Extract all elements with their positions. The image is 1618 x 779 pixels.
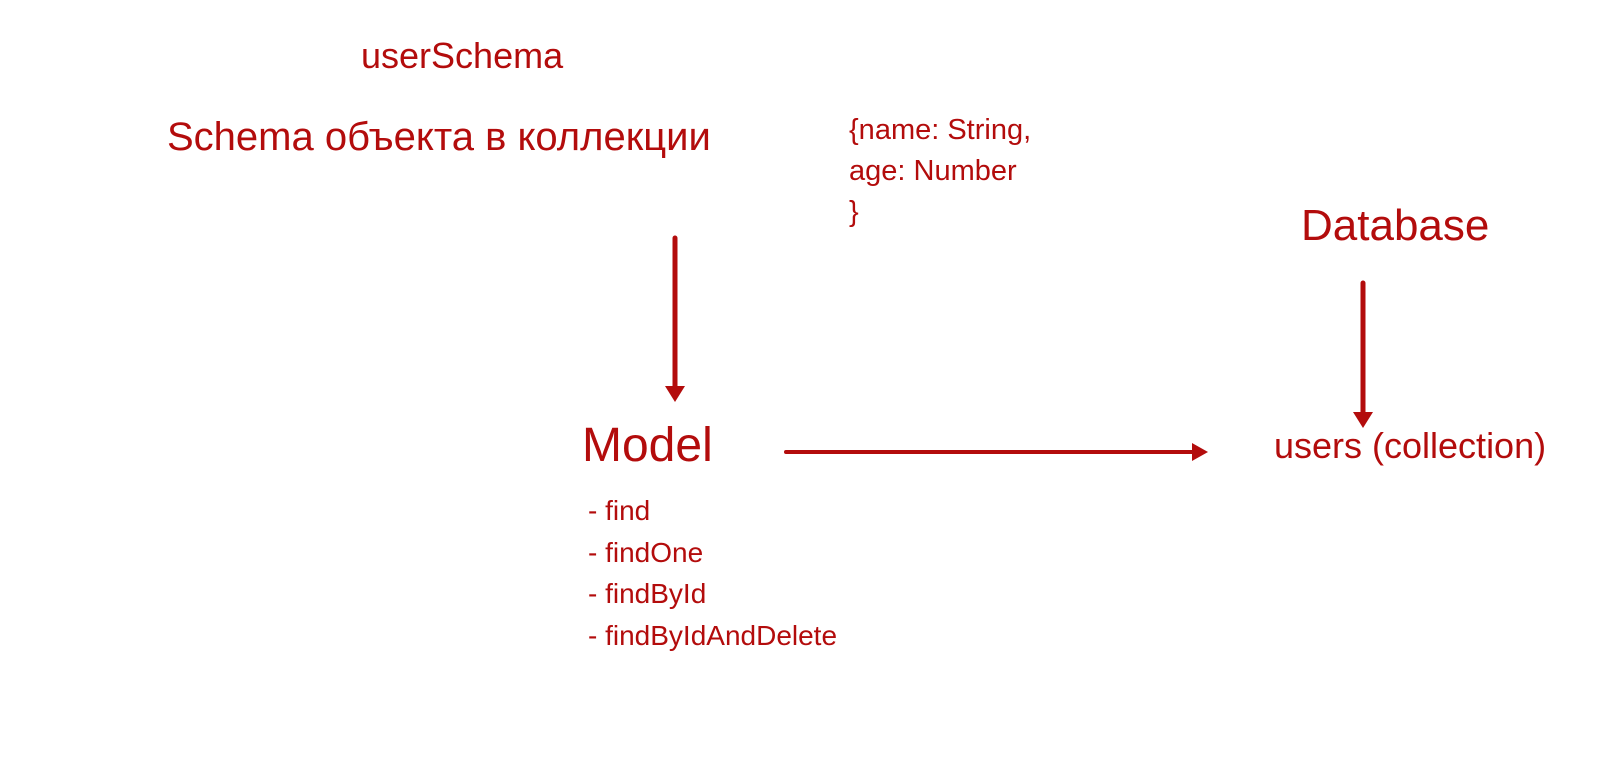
collection-label: users (collection) bbox=[1274, 425, 1547, 466]
model-method-item: - findById bbox=[588, 578, 707, 609]
model-method-item: - findOne bbox=[588, 536, 704, 568]
model-method-item: - find bbox=[588, 495, 651, 526]
schema-to-model-arrow bbox=[665, 235, 685, 402]
database-label: Database bbox=[1301, 201, 1490, 250]
model-method-item: - findByIdAndDelete bbox=[588, 619, 838, 651]
schema-fields-definition: {name: String, age: Number } bbox=[849, 114, 1032, 228]
model-methods-list: - find - findOne - findById - findByIdAn… bbox=[588, 490, 837, 656]
model-to-collection-arrow bbox=[784, 443, 1208, 461]
model-label: Model bbox=[582, 419, 713, 472]
user-schema-title: userSchema bbox=[361, 35, 564, 76]
database-to-collection-arrow bbox=[1353, 280, 1373, 428]
schema-description: Schema объекта в коллекции bbox=[167, 115, 711, 159]
